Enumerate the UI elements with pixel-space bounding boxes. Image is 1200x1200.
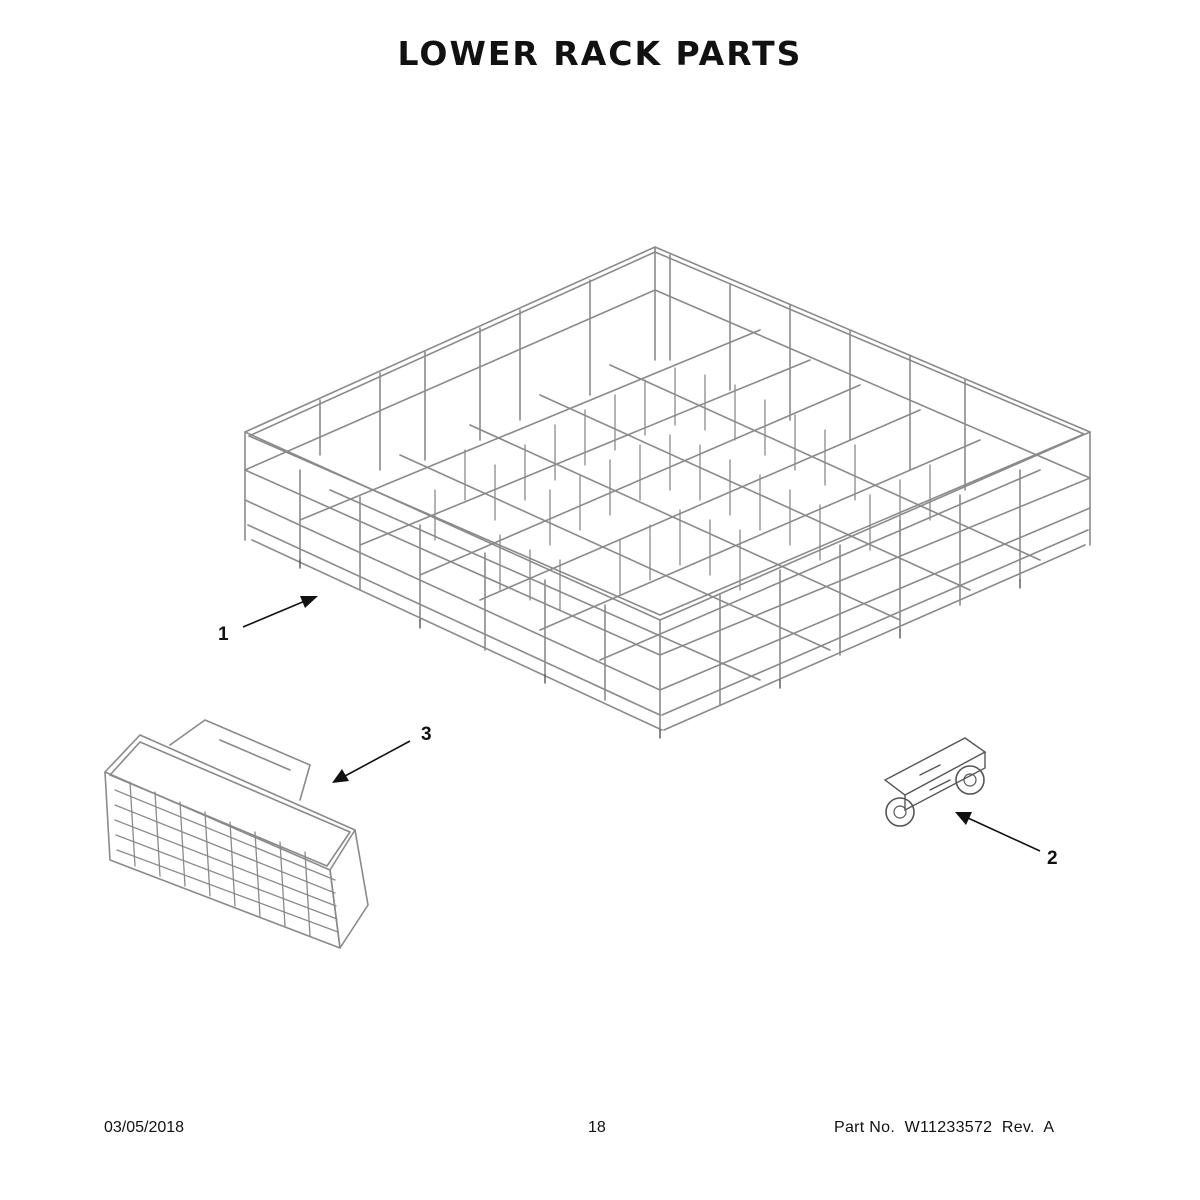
callout-number-2: 2 (1047, 848, 1058, 869)
callout-number-1: 1 (218, 624, 229, 645)
callout-leader-3 (332, 740, 411, 783)
footer-date: 03/05/2018 (104, 1119, 185, 1136)
rack-wheel-assembly-illustration (883, 737, 987, 827)
callout-number-3: 3 (421, 724, 432, 745)
footer-part-number: Part No. W11233572 Rev. A (834, 1119, 1055, 1136)
callout-leader-1 (242, 596, 318, 628)
lower-rack-illustration (244, 246, 1091, 739)
page-title: LOWER RACK PARTS (397, 34, 803, 73)
silverware-basket-illustration (104, 719, 369, 949)
callout-leader-2 (955, 812, 1041, 852)
footer-page-number: 18 (588, 1119, 606, 1136)
